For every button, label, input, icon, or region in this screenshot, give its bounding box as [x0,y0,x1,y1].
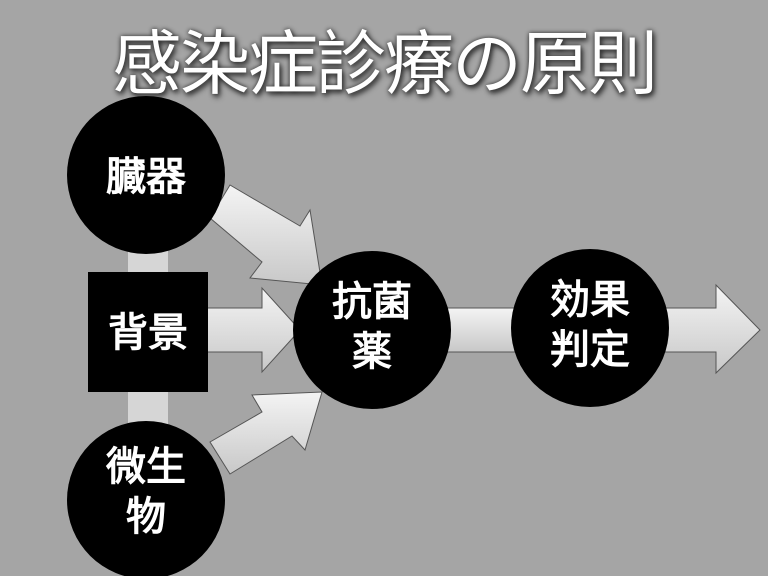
node-organ: 臓器 [67,96,225,254]
node-background-label: 背景 [108,310,188,356]
node-microbe-label-1: 微生 [105,444,186,490]
node-antibiotic-label-2: 薬 [352,329,392,375]
arrow-evaluation-out [654,283,761,375]
node-microbe: 微生 物 [67,421,225,576]
node-microbe-label-2: 物 [126,494,166,540]
node-evaluation: 効果 判定 [511,249,669,407]
node-background: 背景 [88,272,208,392]
node-antibiotic-label-1: 抗菌 [332,279,412,325]
arrow-background-to-antibiotic [204,286,301,374]
arrow-organ-to-antibiotic [209,184,323,286]
slide-title: 感染症診療の原則 [112,23,658,105]
node-organ-label: 臓器 [106,154,187,200]
arrow-microbe-to-antibiotic [209,391,323,475]
node-evaluation-label-2: 判定 [550,327,630,373]
node-antibiotic: 抗菌 薬 [293,251,451,409]
node-evaluation-label-1: 効果 [550,277,630,323]
